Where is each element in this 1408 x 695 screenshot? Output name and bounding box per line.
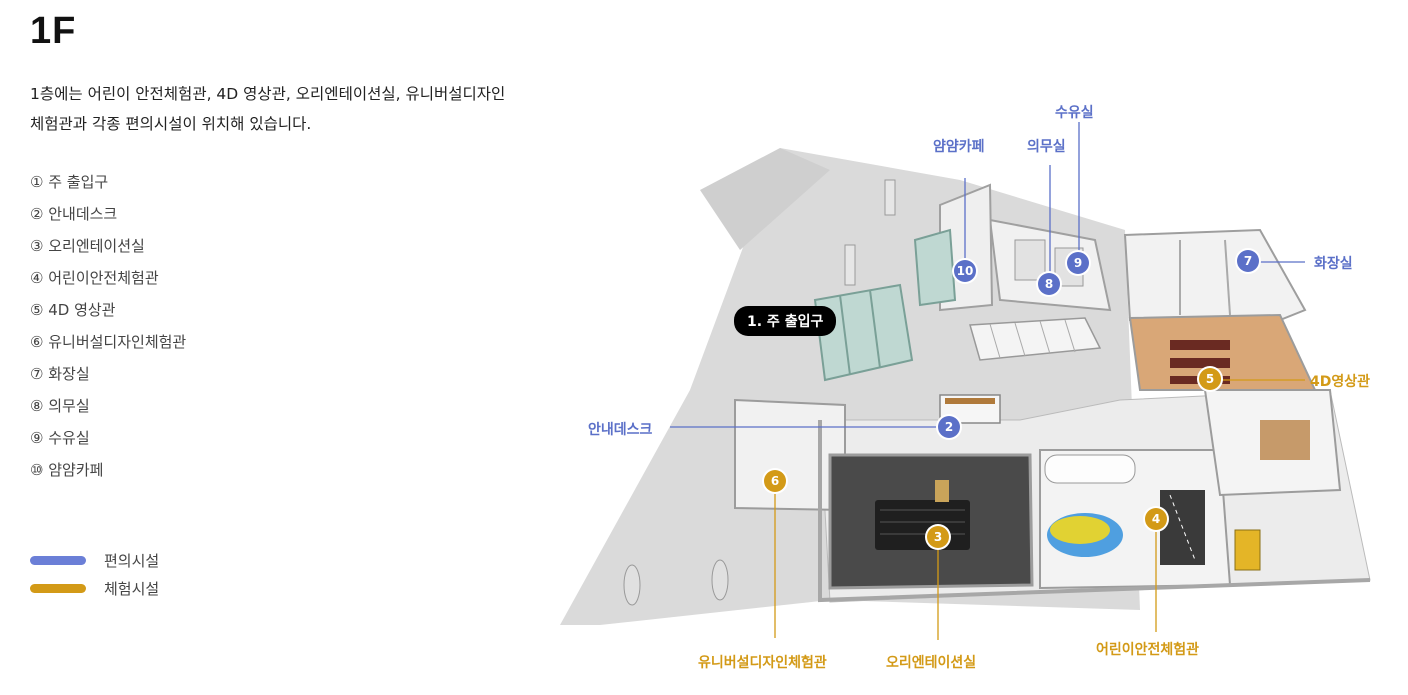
plaza-shadow xyxy=(700,148,830,250)
floor-map[interactable]: 1. 주 출입구 2 3 4 5 6 7 8 9 10 수유실 얌얌카페 의무실… xyxy=(540,90,1400,690)
legend: 편의시설 체험시설 xyxy=(30,546,159,602)
floor-plan-drawing xyxy=(560,122,1371,640)
label-cafe[interactable]: 얌얌카페 xyxy=(933,139,985,155)
facility-item-kids-safety[interactable]: ④ 어린이안전체험관 xyxy=(30,269,159,287)
legend-bar-experience xyxy=(30,583,86,593)
facility-list: ① 주 출입구 ② 안내데스크 ③ 오리엔테이션실 ④ 어린이안전체험관 ⑤ 4… xyxy=(30,168,186,488)
label-orientation[interactable]: 오리엔테이션실 xyxy=(886,655,977,671)
description-line-2: 체험관과 각종 편의시설이 위치해 있습니다. xyxy=(30,115,312,133)
marker-orientation[interactable]: 3 xyxy=(927,526,949,548)
floor-title: 1F xyxy=(30,10,77,52)
marker-kids-safety[interactable]: 4 xyxy=(1145,508,1167,530)
label-clinic[interactable]: 의무실 xyxy=(1027,139,1066,155)
legend-label-convenience: 편의시설 xyxy=(104,551,160,570)
facility-item-universal-design[interactable]: ⑥ 유니버설디자인체험관 xyxy=(30,333,187,351)
facility-item-orientation[interactable]: ③ 오리엔테이션실 xyxy=(30,237,145,255)
marker-4d-theater[interactable]: 5 xyxy=(1199,368,1221,390)
facility-item-entrance[interactable]: ① 주 출입구 xyxy=(30,173,109,191)
facility-item-4d-theater[interactable]: ⑤ 4D 영상관 xyxy=(30,301,116,319)
description-line-1: 1층에는 어린이 안전체험관, 4D 영상관, 오리엔테이션실, 유니버설디자인 xyxy=(30,85,506,103)
orientation-seating xyxy=(875,500,970,550)
marker-cafe[interactable]: 10 xyxy=(954,260,976,282)
marker-nursing-room[interactable]: 9 xyxy=(1067,252,1089,274)
legend-bar-convenience xyxy=(30,555,86,565)
label-restroom[interactable]: 화장실 xyxy=(1314,256,1353,272)
entrance-tag[interactable]: 1. 주 출입구 xyxy=(734,306,837,336)
facility-item-restroom[interactable]: ⑦ 화장실 xyxy=(30,365,90,383)
legend-label-experience: 체험시설 xyxy=(104,579,160,598)
marker-info-desk[interactable]: 2 xyxy=(938,416,960,438)
legend-item-experience: 체험시설 xyxy=(30,574,159,602)
outer-wall xyxy=(818,420,1371,603)
marker-restroom[interactable]: 7 xyxy=(1237,250,1259,272)
facility-item-nursing-room[interactable]: ⑨ 수유실 xyxy=(30,429,90,447)
label-kids-safety[interactable]: 어린이안전체험관 xyxy=(1096,642,1200,658)
theater-4d-room xyxy=(1128,313,1317,391)
label-universal-design[interactable]: 유니버설디자인체험관 xyxy=(698,655,827,671)
restroom-block xyxy=(1123,228,1307,321)
facility-item-info-desk[interactable]: ② 안내데스크 xyxy=(30,205,118,223)
label-4d-theater[interactable]: 4D영상관 xyxy=(1310,374,1371,390)
label-info-desk[interactable]: 안내데스크 xyxy=(588,422,653,438)
legend-item-convenience: 편의시설 xyxy=(30,546,159,574)
facility-item-clinic[interactable]: ⑧ 의무실 xyxy=(30,397,90,415)
floor-description: 1층에는 어린이 안전체험관, 4D 영상관, 오리엔테이션실, 유니버설디자인… xyxy=(30,79,570,139)
entrance-glass xyxy=(813,283,914,382)
marker-universal-design[interactable]: 6 xyxy=(764,470,786,492)
facility-item-cafe[interactable]: ⑩ 얌얌카페 xyxy=(30,461,104,479)
label-nursing-room[interactable]: 수유실 xyxy=(1055,105,1094,121)
marker-clinic[interactable]: 8 xyxy=(1038,273,1060,295)
